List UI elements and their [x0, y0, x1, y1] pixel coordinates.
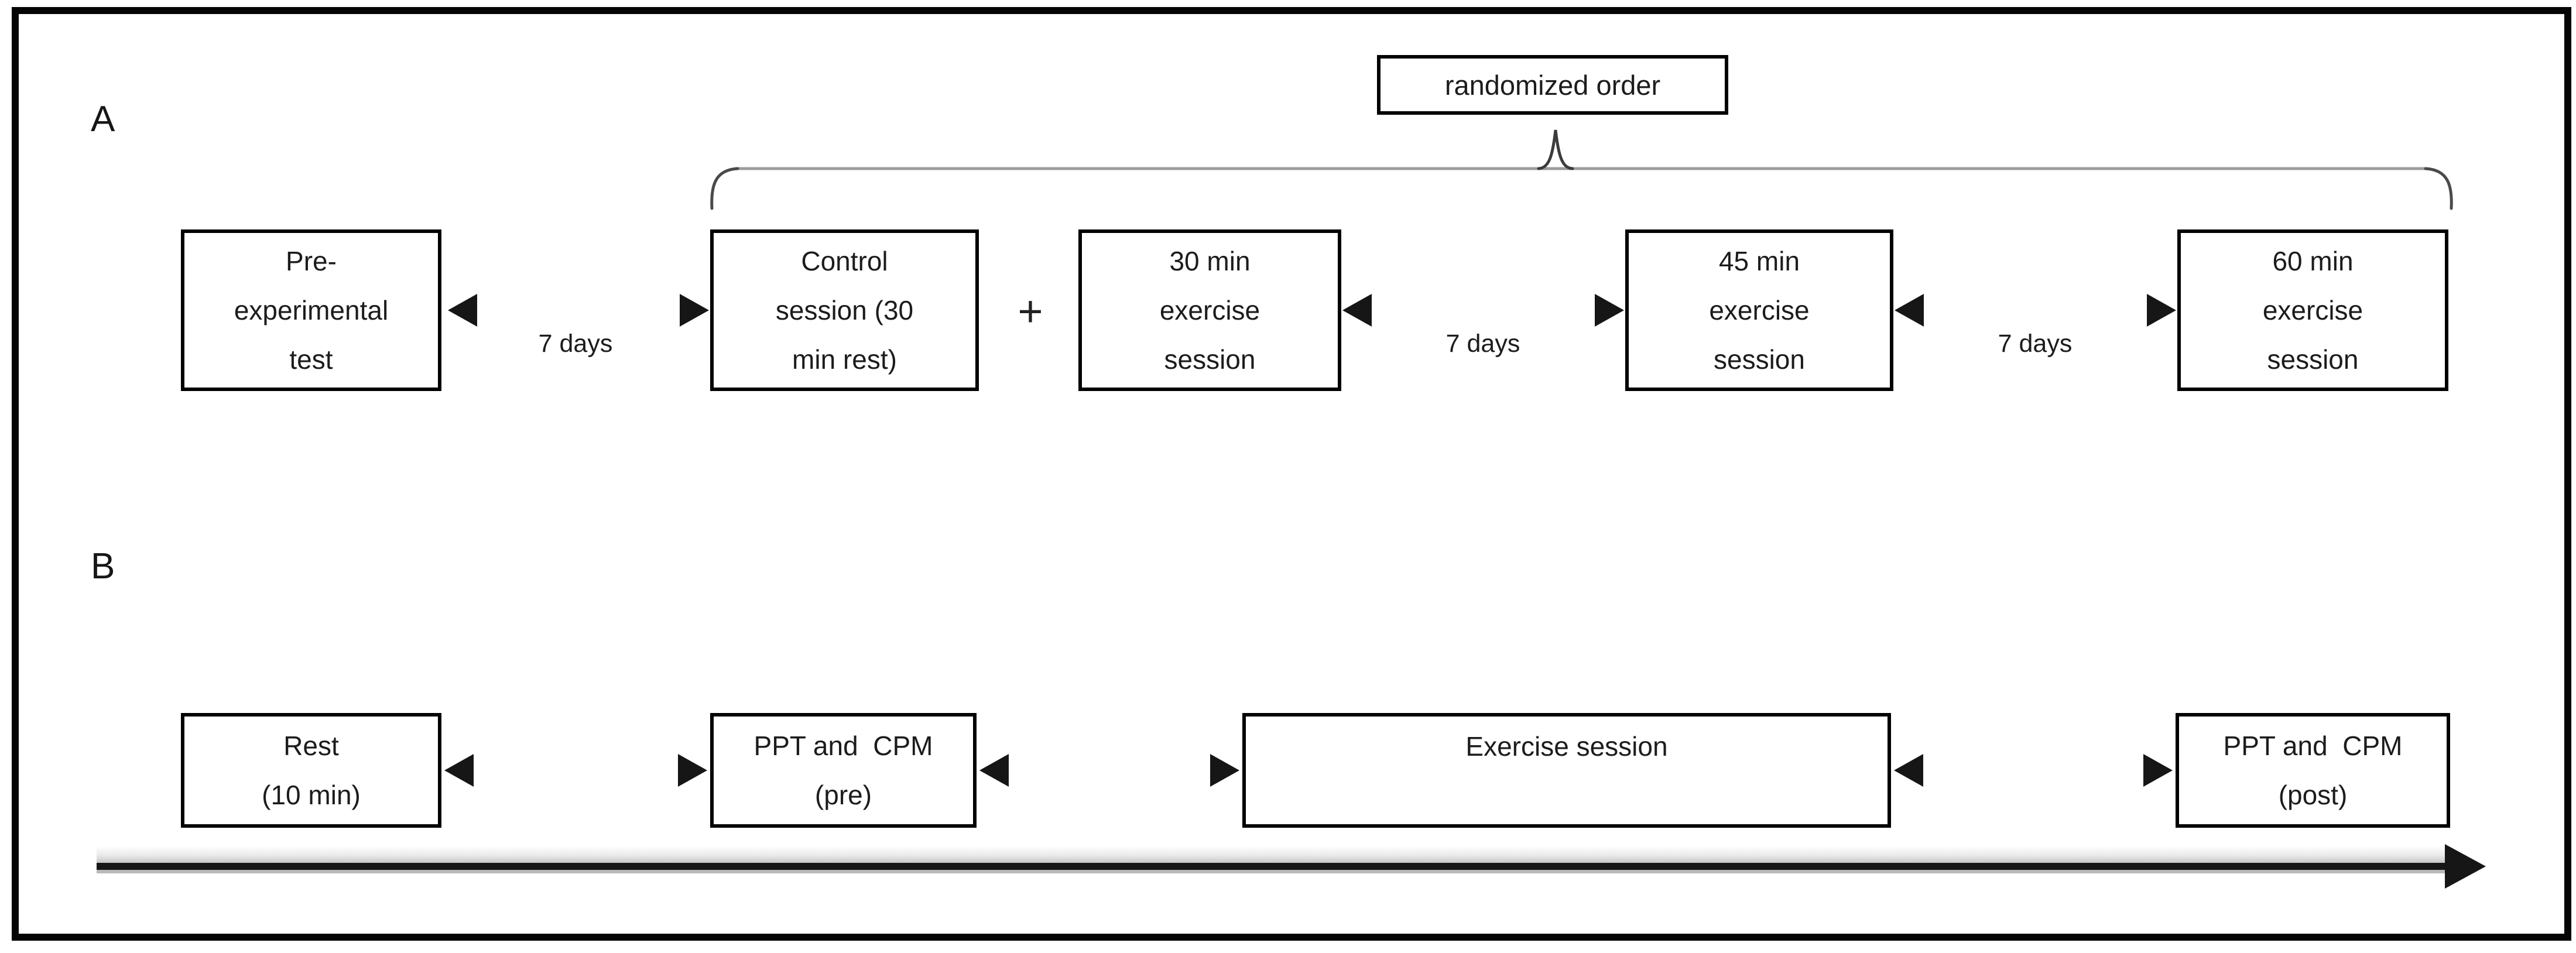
box-control-session: Control session (30 min rest)	[710, 229, 979, 391]
box-pre-experimental-test: Pre- experimental test	[181, 229, 441, 391]
box-ppt-cpm-post-label: PPT and CPM (post)	[2223, 731, 2403, 810]
box-60min-exercise-label: 60 min exercise session	[2262, 246, 2363, 375]
box-30min-exercise: 30 min exercise session	[1078, 229, 1341, 391]
box-exercise-session: Exercise session	[1242, 713, 1891, 828]
interval-7days-1: 7 days	[538, 330, 613, 358]
panel-b-label: B	[91, 546, 115, 587]
randomized-order-label: randomized order	[1444, 69, 1661, 101]
randomized-order-box: randomized order	[1377, 55, 1728, 115]
box-rest-10min-label: Rest (10 min)	[262, 731, 361, 810]
box-45min-exercise: 45 min exercise session	[1625, 229, 1893, 391]
box-45min-exercise-label: 45 min exercise session	[1709, 246, 1810, 375]
interval-7days-3: 7 days	[1998, 330, 2073, 358]
plus-sign: +	[1018, 287, 1043, 335]
box-pre-experimental-test-label: Pre- experimental test	[234, 246, 389, 375]
box-control-session-label: Control session (30 min rest)	[775, 246, 914, 375]
box-exercise-session-label: Exercise session	[1465, 731, 1668, 762]
box-ppt-cpm-pre: PPT and CPM (pre)	[710, 713, 977, 828]
interval-7days-2: 7 days	[1445, 330, 1520, 358]
box-60min-exercise: 60 min exercise session	[2177, 229, 2448, 391]
box-ppt-cpm-pre-label: PPT and CPM (pre)	[753, 731, 933, 810]
panel-a-label: A	[91, 99, 115, 139]
figure-border	[12, 7, 2571, 941]
box-30min-exercise-label: 30 min exercise session	[1159, 246, 1260, 375]
box-ppt-cpm-post: PPT and CPM (post)	[2176, 713, 2450, 828]
box-rest-10min: Rest (10 min)	[181, 713, 441, 828]
